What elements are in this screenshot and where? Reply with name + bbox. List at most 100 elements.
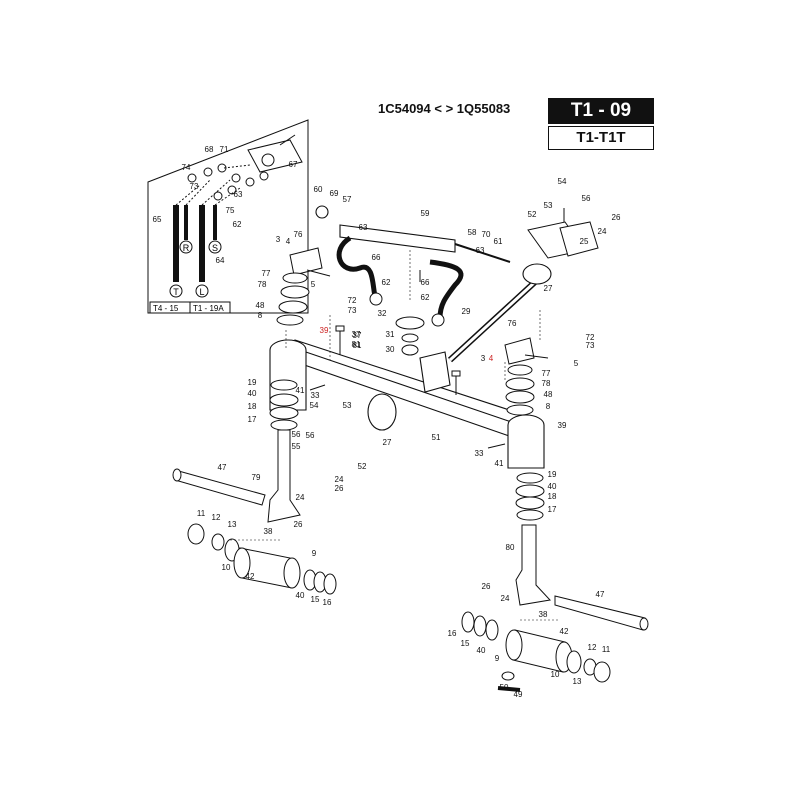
part-label-80: 80 (506, 543, 515, 552)
part-label-56: 56 (306, 431, 315, 440)
part-label-52: 52 (358, 462, 367, 471)
part-label-81: 81 (353, 341, 362, 350)
main-connectors (369, 292, 445, 327)
part-label-69: 69 (330, 189, 339, 198)
part-label-37: 37 (353, 331, 362, 340)
part-label-42: 42 (246, 572, 255, 581)
part-label-12: 12 (588, 643, 597, 652)
right-spindle (515, 524, 649, 631)
part-label-5: 5 (574, 359, 579, 368)
part-label-55: 55 (292, 442, 301, 451)
part-label-57: 57 (343, 195, 352, 204)
part-label-52: 52 (528, 210, 537, 219)
part-label-33: 33 (311, 391, 320, 400)
right-hub (461, 611, 611, 692)
part-label-40: 40 (548, 482, 557, 491)
part-label-17: 17 (248, 415, 257, 424)
part-label-11: 11 (197, 509, 206, 518)
part-label-26: 26 (335, 484, 344, 493)
inset-fittings (187, 163, 269, 201)
valve-body (247, 139, 303, 173)
part-label-62: 62 (233, 220, 242, 229)
part-label-67: 67 (289, 160, 298, 169)
part-label-16: 16 (323, 598, 332, 607)
part-label-73: 73 (348, 306, 357, 315)
part-label-26: 26 (612, 213, 621, 222)
part-label-77: 77 (262, 269, 271, 278)
right-arm (504, 337, 535, 365)
part-label-58: 58 (468, 228, 477, 237)
hose-r-main (429, 259, 464, 319)
part-label-53: 53 (343, 401, 352, 410)
part-label-65: 65 (153, 215, 162, 224)
connector-t-label: T (173, 287, 179, 297)
part-label-18: 18 (548, 492, 557, 501)
inset-connectors (169, 240, 222, 298)
hose-s-main (336, 235, 379, 301)
part-label-59: 59 (421, 209, 430, 218)
part-label-10: 10 (222, 563, 231, 572)
main-connector-r (431, 313, 445, 327)
part-label-49: 49 (514, 690, 523, 699)
part-label-24: 24 (501, 594, 510, 603)
part-label-33: 33 (475, 449, 484, 458)
part-label-48: 48 (544, 390, 553, 399)
part-label-15: 15 (461, 639, 470, 648)
part-label-32: 32 (378, 309, 387, 318)
part-label-63: 63 (234, 190, 243, 199)
part-label-73: 73 (586, 341, 595, 350)
part-label-48: 48 (256, 301, 265, 310)
part-label-81: 81 (352, 340, 361, 349)
part-label-56: 56 (292, 430, 301, 439)
bolts (306, 208, 565, 449)
part-label-79: 79 (252, 473, 261, 482)
part-label-41: 41 (495, 459, 504, 468)
part-label-68: 68 (205, 145, 214, 154)
part-label-66: 66 (372, 253, 381, 262)
part-label-9: 9 (312, 549, 317, 558)
part-label-66: 66 (421, 278, 430, 287)
part-label-4: 4 (286, 237, 291, 246)
page-code-badge: T1 - 09 (548, 98, 654, 124)
part-label-62: 62 (382, 278, 391, 287)
part-label-61: 61 (494, 237, 503, 246)
part-label-75: 75 (226, 206, 235, 215)
inset-frame (147, 119, 309, 314)
part-label-29: 29 (462, 307, 471, 316)
part-label-47: 47 (218, 463, 227, 472)
part-label-15: 15 (311, 595, 320, 604)
part-label-27: 27 (383, 438, 392, 447)
part-label-78: 78 (542, 379, 551, 388)
left-bearing-stack (269, 272, 310, 431)
part-label-16: 16 (448, 629, 457, 638)
part-label-5: 5 (311, 280, 316, 289)
part-label-24: 24 (598, 227, 607, 236)
connector-s-circle (208, 240, 222, 254)
part-label-70: 70 (482, 230, 491, 239)
part-label-40: 40 (248, 389, 257, 398)
part-label-13: 13 (573, 677, 582, 686)
connector-l-label: L (199, 287, 204, 297)
part-label-56: 56 (582, 194, 591, 203)
part-label-19: 19 (248, 378, 257, 387)
ref-t1: T1 - 19A (193, 304, 224, 313)
left-hub (187, 523, 337, 595)
part-label-42: 42 (560, 627, 569, 636)
right-bearing-stack (505, 364, 545, 521)
part-label-24: 24 (296, 493, 305, 502)
part-label-47: 47 (596, 590, 605, 599)
inset-leaders (175, 164, 251, 206)
part-label-3: 3 (276, 235, 281, 244)
part-label-72: 72 (348, 296, 357, 305)
part-label-77: 77 (542, 369, 551, 378)
part-label-26: 26 (482, 582, 491, 591)
hose-inset (147, 119, 309, 314)
right-stub-axle (554, 595, 646, 631)
part-label-18: 18 (248, 402, 257, 411)
part-label-37: 37 (352, 330, 361, 339)
part-label-8: 8 (546, 402, 551, 411)
part-label-26: 26 (294, 520, 303, 529)
part-label-39: 39 (558, 421, 567, 430)
